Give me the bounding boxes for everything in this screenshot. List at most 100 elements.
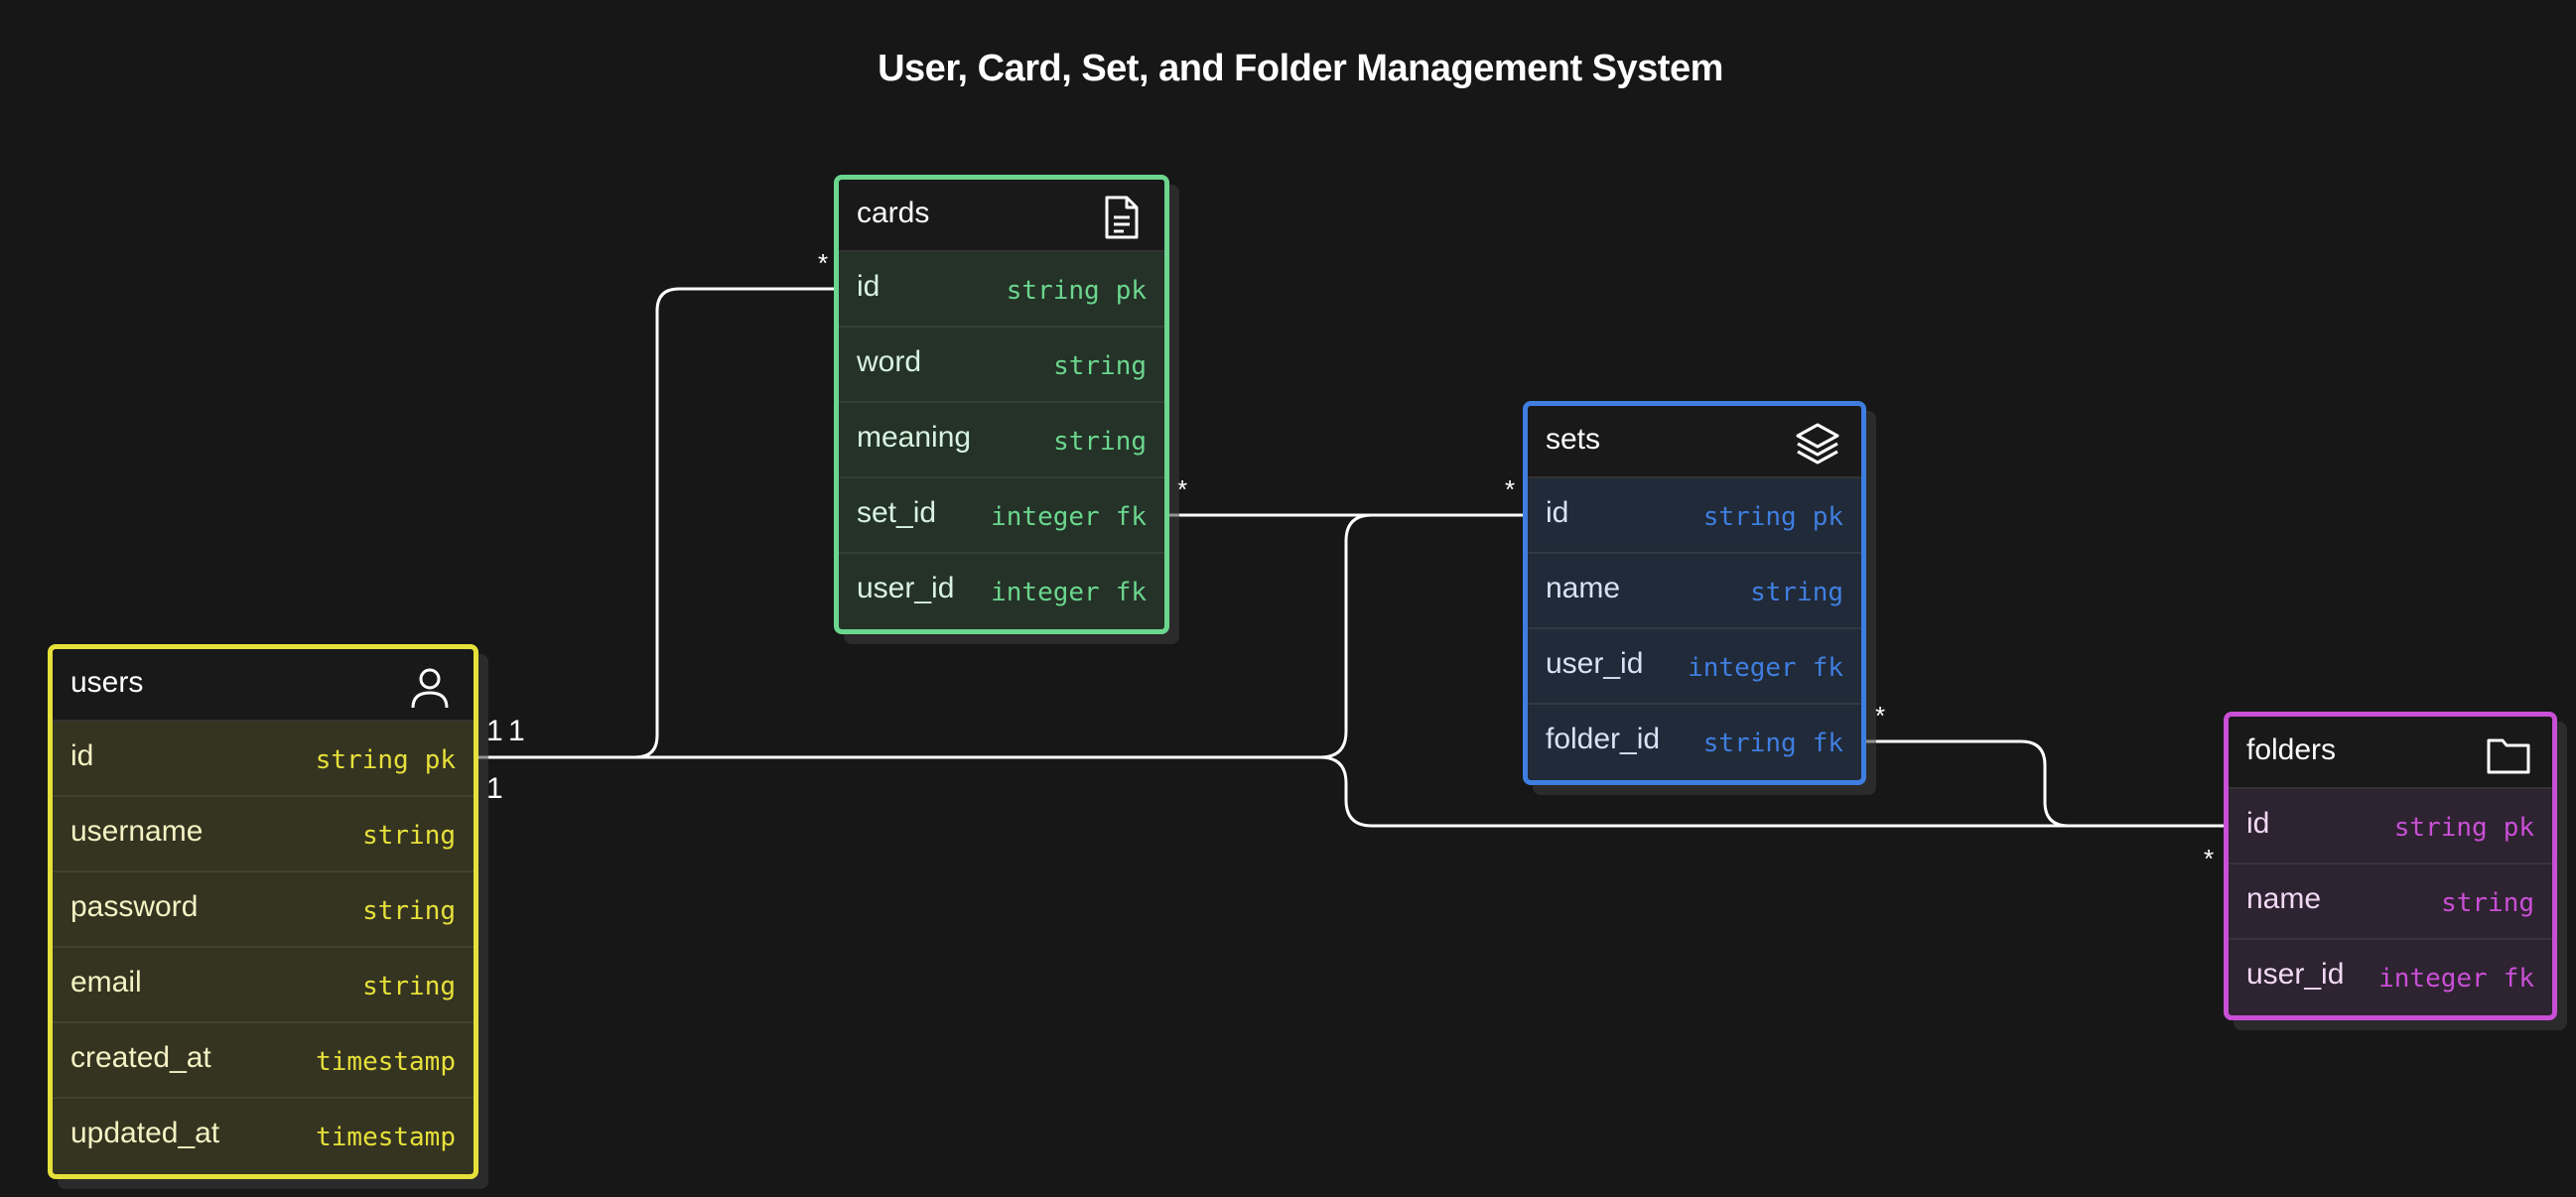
field-name: username	[70, 815, 203, 848]
entity-name: sets	[1546, 423, 1601, 456]
entity-name: users	[70, 666, 144, 699]
field-type: string	[2441, 888, 2534, 918]
document-icon	[1105, 196, 1139, 239]
field-name: word	[857, 345, 922, 378]
field-name: email	[70, 966, 142, 998]
diagram-title: User, Card, Set, and Folder Management S…	[878, 48, 1723, 89]
cardinality-users-sets: 1	[508, 715, 525, 747]
field-type: string	[1053, 427, 1147, 457]
layers-icon	[1796, 423, 1839, 465]
field-type: string fk	[1703, 729, 1843, 758]
field-row-username[interactable]: username string	[53, 797, 474, 872]
field-type: string	[1750, 578, 1843, 607]
field-name: folder_id	[1546, 723, 1661, 755]
field-row-user-id[interactable]: user_id integer fk	[1528, 629, 1861, 705]
field-type-label: string	[2393, 813, 2488, 843]
entity-name: folders	[2246, 733, 2337, 766]
field-key-badge: fk	[1812, 729, 1843, 758]
field-type-label: integer	[1688, 653, 1797, 683]
field-row-password[interactable]: password string	[53, 872, 474, 948]
field-name: set_id	[857, 496, 937, 529]
field-key-badge: fk	[2503, 964, 2534, 994]
field-key-badge: pk	[424, 745, 456, 775]
field-type-label: integer	[991, 578, 1100, 607]
cardinality-users-folders: 1	[486, 772, 503, 805]
cardinality-folders-many: *	[2204, 844, 2215, 873]
field-key-badge: fk	[1115, 502, 1147, 532]
field-row-word[interactable]: word string	[839, 328, 1164, 403]
field-name: password	[70, 890, 199, 923]
field-type-label: string	[362, 896, 456, 926]
cardinality-cards-set-many: *	[1177, 474, 1188, 504]
field-type: string	[362, 896, 456, 926]
link-users-folders	[473, 755, 2232, 828]
field-type-label: string	[362, 972, 456, 1001]
field-type: string	[362, 821, 456, 851]
field-type: string pk	[2394, 813, 2534, 843]
link-users-cards	[473, 287, 842, 759]
entity-header: folders	[2229, 717, 2552, 789]
field-type: integer fk	[991, 502, 1147, 532]
field-row-meaning[interactable]: meaning string	[839, 403, 1164, 478]
cardinality-users-cards: 1	[486, 715, 503, 747]
entity-name: cards	[857, 197, 930, 229]
field-row-folder-id[interactable]: folder_id string fk	[1528, 705, 1861, 780]
field-name: user_id	[2246, 958, 2345, 991]
field-row-created-at[interactable]: created_at timestamp	[53, 1023, 474, 1099]
field-key-badge: fk	[1812, 653, 1843, 683]
user-icon	[411, 668, 449, 709]
field-type: string	[362, 972, 456, 1001]
field-type-label: string	[1702, 729, 1797, 758]
field-name: updated_at	[70, 1117, 220, 1149]
field-name: user_id	[857, 572, 955, 604]
field-type-label: string	[1053, 351, 1147, 381]
field-row-updated-at[interactable]: updated_at timestamp	[53, 1099, 474, 1174]
field-type-label: string	[1750, 578, 1843, 607]
field-row-set-id[interactable]: set_id integer fk	[839, 478, 1164, 554]
field-type-label: string	[362, 821, 456, 851]
field-name: created_at	[70, 1041, 211, 1074]
field-type-label: string	[2441, 888, 2534, 918]
link-sets-folders	[1854, 739, 2232, 828]
entity-header: users	[53, 649, 474, 722]
field-type-label: timestamp	[316, 1123, 456, 1152]
field-type: string	[1053, 351, 1147, 381]
field-row-name[interactable]: name string	[2229, 864, 2552, 940]
field-type-label: integer	[991, 502, 1100, 532]
field-type: integer fk	[1688, 653, 1843, 683]
field-type-label: integer	[2378, 964, 2488, 994]
field-name: user_id	[1546, 647, 1644, 680]
field-type: integer fk	[2378, 964, 2534, 994]
entity-header: sets	[1528, 406, 1861, 478]
folder-icon	[2487, 738, 2530, 774]
field-name: name	[2246, 882, 2322, 915]
field-key-badge: pk	[1812, 502, 1843, 532]
field-name: meaning	[857, 421, 972, 454]
field-type-label: timestamp	[316, 1047, 456, 1077]
field-type: timestamp	[316, 1123, 456, 1152]
field-row-email[interactable]: email string	[53, 948, 474, 1023]
field-key-badge: pk	[2503, 813, 2534, 843]
field-name: id	[70, 739, 94, 772]
cardinality-cards-many: *	[818, 248, 829, 278]
field-row-user-id[interactable]: user_id integer fk	[2229, 940, 2552, 1015]
field-key-badge: pk	[1115, 276, 1147, 306]
field-name: id	[857, 270, 881, 303]
